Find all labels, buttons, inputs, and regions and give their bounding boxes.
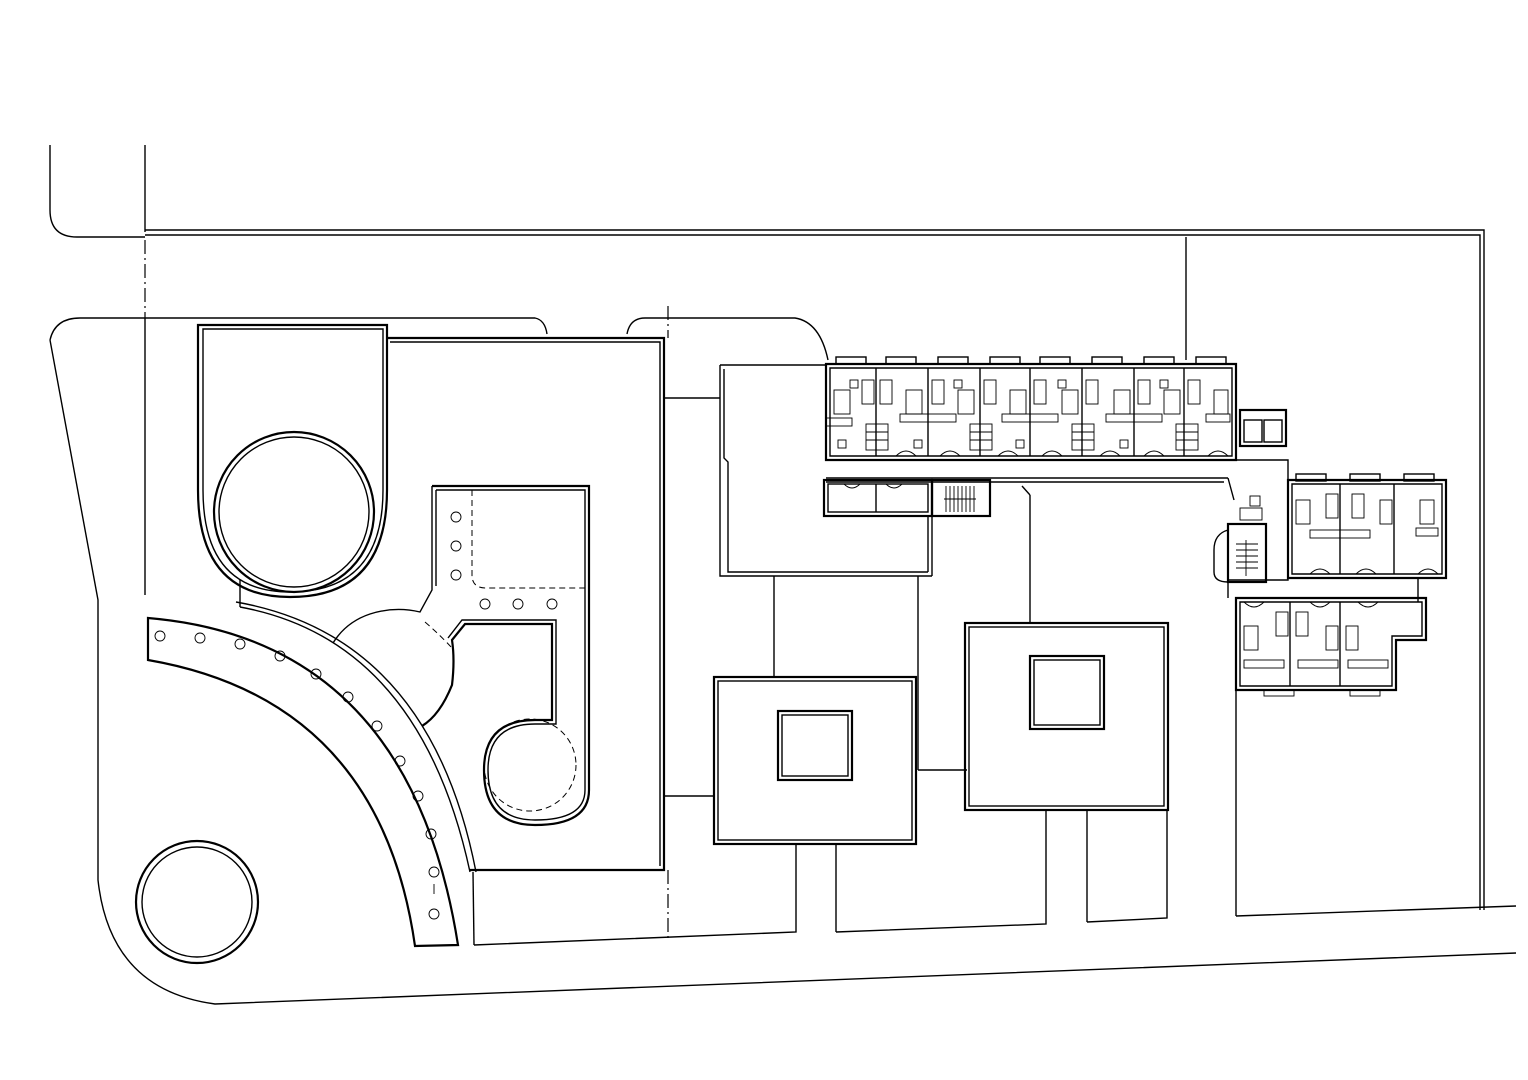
- square-pavilion-1: [712, 675, 1047, 933]
- dorm-wing-right: [1213, 473, 1448, 598]
- left-building: [196, 323, 797, 946]
- square-pavilion-2: [963, 495, 1170, 923]
- dorm-wing-top: [824, 356, 1289, 501]
- service-rooms: [822, 478, 992, 518]
- curved-walkway: [146, 601, 477, 948]
- central-block: [719, 364, 1031, 771]
- site-boundary: [49, 145, 1485, 910]
- round-feature: [134, 839, 260, 965]
- courtyard-trees: [450, 511, 558, 610]
- dorm-furniture-top: [825, 379, 1231, 451]
- staircase: [944, 486, 976, 512]
- walkway-trees: [154, 630, 440, 920]
- dorm-wing-lower: [1234, 578, 1428, 916]
- outer-site-edge: [49, 317, 1517, 1005]
